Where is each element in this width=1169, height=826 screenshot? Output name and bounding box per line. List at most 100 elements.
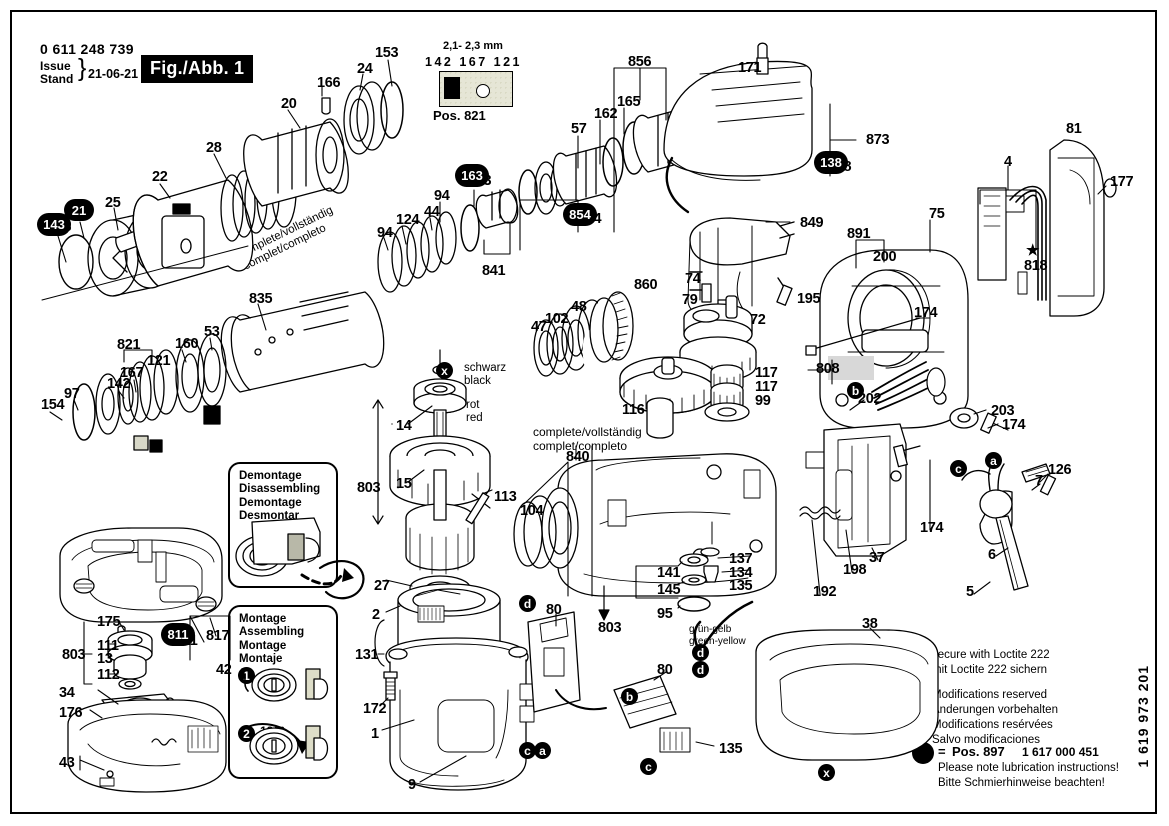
instruction-box-disassembling: Demontage Disassembling Demontage Desmon… — [228, 462, 338, 588]
document-code: 1 619 973 201 — [1135, 665, 1151, 768]
callout-7: 7 — [1035, 473, 1043, 489]
callout-53: 53 — [204, 324, 220, 340]
badge-c-lower: c — [640, 758, 657, 775]
callout-15: 15 — [396, 476, 412, 492]
document-part-number: 0 611 248 739 — [40, 41, 134, 57]
figure-label-box: Fig./Abb. 1 — [141, 55, 254, 83]
callout-97: 97 — [64, 386, 80, 402]
callout-142: 142 — [107, 376, 131, 392]
loctite-line-2: mit Loctite 222 sichern — [932, 663, 1048, 676]
callout-141: 141 — [657, 565, 681, 581]
callout-117: 117 — [755, 365, 778, 381]
lube-line-2: Bitte Schmierhinweise beachten! — [938, 776, 1105, 789]
callout-37: 37 — [869, 550, 885, 566]
callout-74: 74 — [685, 271, 701, 287]
step-1-badge: 1 — [238, 667, 255, 684]
callout-113: 113 — [494, 489, 517, 505]
badge-811: 811 — [161, 623, 195, 646]
callout-174: 174 — [914, 305, 938, 321]
callout-5: 5 — [966, 584, 974, 600]
assembling-title: Montage Assembling Montage Montaje — [239, 613, 305, 666]
callout-821: 821 — [117, 337, 141, 353]
badge-c-cord: c — [950, 460, 967, 477]
callout-860: 860 — [634, 277, 658, 293]
callout-162: 162 — [594, 106, 618, 122]
mod-line-1: Modifications reserved — [932, 689, 1048, 701]
callout-9: 9 — [408, 777, 416, 793]
lubrication-part-number: 1 617 000 451 — [1022, 745, 1099, 759]
callout-121: 121 — [147, 353, 171, 369]
issue-stand-labels: Issue Stand — [40, 60, 73, 86]
mod-line-3: Modifications resérvées — [932, 718, 1053, 731]
badge-b-brush-holder: b — [847, 382, 864, 399]
callout-856: 856 — [628, 54, 652, 70]
callout-42: 42 — [216, 662, 232, 678]
detail-position-label: Pos. 821 — [433, 108, 486, 123]
badge-x-bottom: x — [818, 764, 835, 781]
callout-849: 849 — [800, 215, 824, 231]
callout-808: 808 — [816, 361, 840, 377]
callout-175: 175 — [97, 614, 121, 630]
lube-line-1: Please note lubrication instructions! — [938, 762, 1119, 774]
callout-111: 111 — [97, 638, 119, 654]
badge-b-brush: b — [621, 688, 638, 705]
callout-80: 80 — [546, 602, 562, 618]
callout-13: 13 — [97, 651, 113, 667]
callout-200: 200 — [873, 249, 897, 265]
callout-137: 137 — [729, 551, 753, 567]
callout-48: 48 — [571, 299, 587, 315]
callout-81: 81 — [1066, 121, 1082, 137]
callout-203: 203 — [991, 403, 1015, 419]
callout-43: 43 — [59, 755, 75, 771]
callout-57: 57 — [571, 121, 587, 137]
callout-24: 24 — [357, 61, 373, 77]
callout-20: 20 — [281, 96, 297, 112]
callout-126: 126 — [1048, 462, 1072, 478]
badge-a-brush: a — [534, 742, 551, 759]
callout-873: 873 — [866, 132, 890, 148]
callout-176: 176 — [59, 705, 83, 721]
step-2-badge: 2 — [238, 725, 255, 742]
callout-131: 131 — [355, 647, 379, 663]
callout-165: 165 — [617, 94, 641, 110]
callout-195: 195 — [797, 291, 821, 307]
callout-818: 818 — [1024, 258, 1048, 274]
callout-104: 104 — [520, 503, 544, 519]
callout-154: 154 — [41, 397, 65, 413]
instruction-box-assembling: Montage Assembling Montage Montaje 1 2 1… — [228, 605, 338, 779]
mod-line-2: Änderungen vorbehalten — [932, 703, 1058, 716]
annotation-wire-red: rot red — [466, 399, 483, 425]
callout-160: 160 — [175, 336, 199, 352]
detail-dimension: 2,1- 2,3 mm — [443, 40, 503, 52]
callout-891: 891 — [847, 226, 871, 242]
callout-99: 99 — [755, 393, 771, 409]
callout-803: 803 — [357, 480, 381, 496]
stand-label: Stand — [40, 71, 74, 86]
step-2-angle: 180° — [260, 724, 285, 738]
issue-date: 21-06-21 — [88, 67, 139, 81]
callout-94: 94 — [434, 188, 450, 204]
callout-835: 835 — [249, 291, 273, 307]
callout-817: 817 — [206, 628, 230, 644]
detail-cross-section-art — [439, 71, 513, 107]
callout-102: 102 — [545, 311, 569, 327]
callout-145: 145 — [657, 582, 681, 598]
badge-138: 138 — [814, 151, 848, 174]
callout-171: 171 — [738, 60, 762, 76]
badge-d-brush-left: d — [519, 595, 536, 612]
callout-153: 153 — [375, 45, 399, 61]
callout-172: 172 — [363, 701, 387, 717]
callout-27: 27 — [374, 578, 390, 594]
callout-192: 192 — [813, 584, 837, 600]
badge-a-cord: a — [985, 452, 1002, 469]
badge-d-green: d — [692, 644, 709, 661]
detail-inset-pos821: 2,1- 2,3 mm 142 167 121 Pos. 821 — [423, 40, 528, 126]
loctite-star-icon: ★ — [916, 648, 929, 664]
callout-44: 44 — [424, 204, 440, 220]
disassembling-title: Demontage Disassembling Demontage Desmon… — [239, 470, 321, 523]
mod-line-4: Salvo modificaciones — [932, 733, 1041, 746]
badge-854: 854 — [563, 203, 597, 226]
callout-841: 841 — [482, 263, 506, 279]
callout-6: 6 — [988, 547, 996, 563]
callout-80: 80 — [657, 662, 673, 678]
